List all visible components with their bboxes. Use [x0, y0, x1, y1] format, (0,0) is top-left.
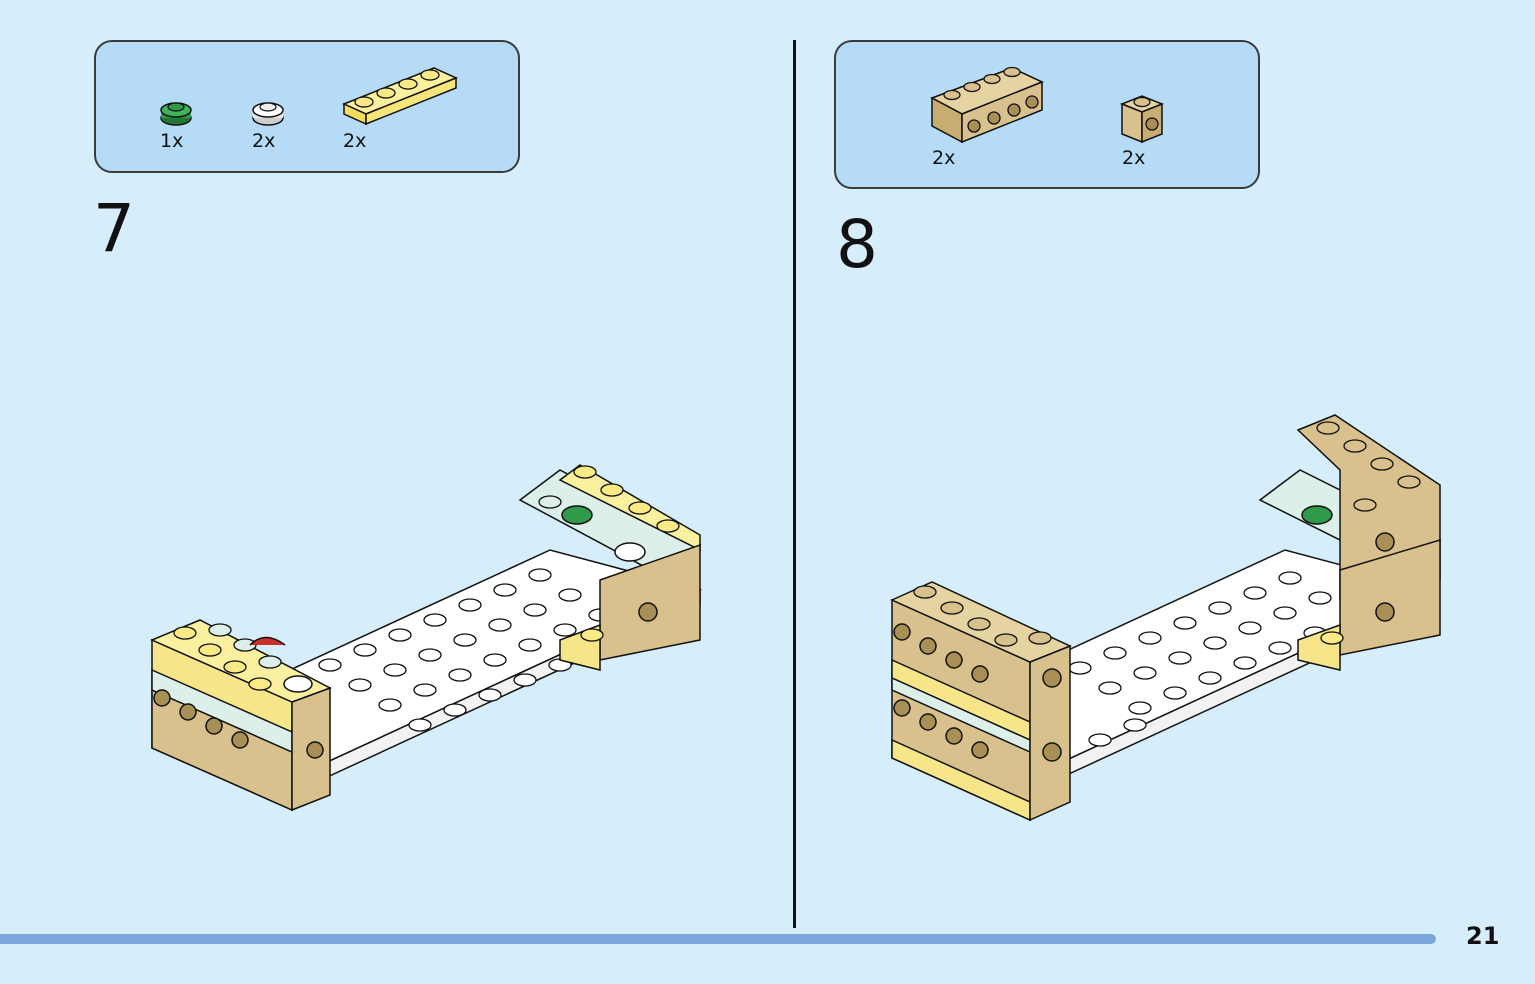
page-number: 21 — [1466, 922, 1500, 950]
step-7-part-1-qty: 1x — [160, 130, 184, 152]
tan-brick-1x4-studs-side-icon — [930, 66, 1044, 144]
page-divider — [793, 40, 796, 928]
green-round-plate-icon — [160, 102, 192, 126]
page-progress-bar — [0, 934, 1436, 944]
step-7-number: 7 — [93, 190, 135, 267]
tan-brick-1x1-stud-side-icon — [1119, 95, 1165, 144]
step-8-part-2-qty: 2x — [1122, 147, 1146, 169]
step-8-parts-box: 2x 2x — [834, 40, 1260, 189]
white-round-plate-icon — [252, 102, 284, 126]
white-studs — [1068, 571, 1332, 747]
step-7-parts-box: 1x 2x 2x — [94, 40, 520, 173]
step-7-part-2-qty: 2x — [252, 130, 276, 152]
step-8-number: 8 — [836, 206, 878, 283]
step-8-model-illustration — [890, 414, 1442, 822]
step-7-model-illustration — [150, 464, 703, 812]
step-7-part-3-qty: 2x — [343, 130, 367, 152]
white-studs — [318, 568, 612, 732]
yellow-plate-1x4-icon — [342, 67, 458, 126]
step-8-part-1-qty: 2x — [932, 147, 956, 169]
